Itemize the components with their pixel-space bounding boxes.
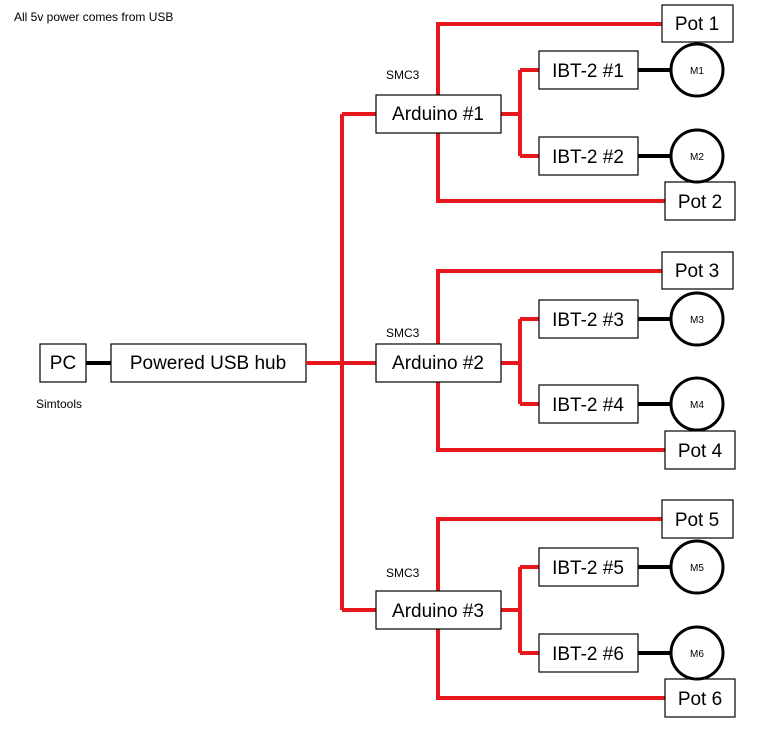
pot-1-box: [661, 4, 734, 43]
motor-2-label: M2: [690, 152, 704, 163]
driver-3-label: IBT-2 #3: [552, 310, 624, 331]
usb-hub-label: Powered USB hub: [130, 353, 286, 374]
controller-group-1: SMC3 Arduino #1 Pot 1 Pot 2 IBT-2 #1 IBT…: [375, 4, 736, 221]
pc-caption: Simtools: [36, 397, 82, 411]
arduino-1-box: [375, 94, 502, 134]
pot-5-label: Pot 5: [675, 510, 719, 531]
pot-4-box: [664, 430, 736, 470]
driver-1-box: [538, 50, 639, 90]
controller-group-3: SMC3 Arduino #3 Pot 5 Pot 6 IBT-2 #5 IBT…: [375, 499, 736, 718]
pc-box: PC: [39, 343, 87, 383]
motor-3: [669, 291, 725, 347]
arduino-2-driver-wires: [501, 317, 539, 406]
arduino-3-driver-wires: [501, 565, 539, 655]
pot-6-label: Pot 6: [678, 689, 722, 710]
driver-3-box: [538, 299, 639, 339]
arduino-2-label: Arduino #2: [392, 353, 484, 374]
driver-4-box: [538, 384, 639, 424]
arduino-3-pot-6-wire: [436, 629, 665, 700]
arduino-3-box: [375, 590, 502, 630]
motor-1-label: M1: [690, 66, 704, 77]
arduino-2-pot-3-wire: [436, 269, 662, 344]
pot-3-box: [661, 251, 734, 290]
motor-2: [669, 128, 725, 184]
pot-5-box: [661, 499, 734, 539]
motor-5-label: M5: [690, 563, 704, 574]
driver-1-label: IBT-2 #1: [552, 61, 624, 82]
driver-5-label: IBT-2 #5: [552, 558, 624, 579]
arduino-1-label: Arduino #1: [392, 104, 484, 125]
motor-6-label: M6: [690, 649, 704, 660]
arduino-3-label: Arduino #3: [392, 601, 484, 622]
driver-6-box: [538, 633, 639, 673]
driver-2-label: IBT-2 #2: [552, 147, 624, 168]
driver-2-box: [538, 136, 639, 176]
pot-2-label: Pot 2: [678, 192, 722, 213]
driver-4-label: IBT-2 #4: [552, 395, 624, 416]
arduino-2-pot-4-wire: [436, 382, 665, 452]
motor-6: [669, 625, 725, 681]
arduino-1-pot-2-wire: [436, 133, 665, 203]
pc-label: PC: [50, 353, 76, 374]
arduino-3-caption: SMC3: [386, 566, 420, 580]
controller-group-2: SMC3 Arduino #2 Pot 3 Pot 4 IBT-2 #3 IBT…: [375, 251, 736, 470]
power-note: All 5v power comes from USB: [14, 10, 173, 24]
motor-1: [669, 42, 725, 98]
motor-3-label: M3: [690, 315, 704, 326]
pot-3-label: Pot 3: [675, 261, 719, 282]
motor-4: [669, 376, 725, 432]
motor-5: [669, 539, 725, 595]
motor-4-label: M4: [690, 400, 704, 411]
pot-1-label: Pot 1: [675, 14, 719, 35]
arduino-2-caption: SMC3: [386, 326, 420, 340]
arduino-3-pot-5-wire: [436, 517, 662, 591]
arduino-2-box: [375, 343, 502, 383]
pot-4-label: Pot 4: [678, 441, 723, 462]
arduino-1-pot-1-wire: [436, 22, 662, 95]
driver-6-label: IBT-2 #6: [552, 644, 624, 665]
arduino-1-caption: SMC3: [386, 68, 420, 82]
driver-5-box: [538, 547, 639, 587]
usb-hub-box: Powered USB hub: [110, 343, 307, 383]
arduino-1-driver-wires: [501, 68, 539, 158]
